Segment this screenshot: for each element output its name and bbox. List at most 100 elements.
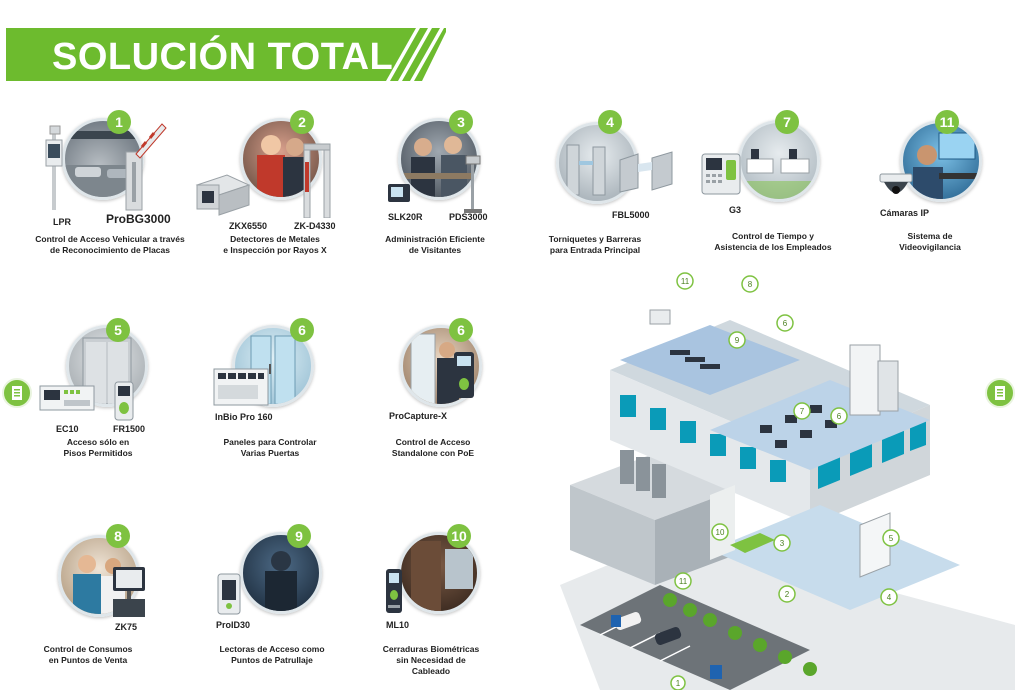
xray-scanner-icon [195, 174, 251, 216]
step-badge: 6 [290, 318, 314, 342]
description-line: en Puntos de Venta [48, 655, 128, 665]
description-line: de Reconocimiento de Placas [50, 245, 170, 255]
item-description: Cerraduras Biométricas sin Necesidad de … [376, 644, 486, 677]
building-illustration: 11 8 6 9 7 6 3 10 11 2 5 4 1 [560, 272, 1015, 690]
model-label: ProCapture-X [389, 411, 448, 421]
procapture-terminal-icon [454, 352, 474, 398]
office-photo [738, 120, 820, 202]
model-label: Cámaras IP [880, 208, 930, 218]
model-label: ProID30 [216, 620, 251, 630]
description-line: para Entrada Principal [549, 245, 641, 255]
barrier-gate-icon [125, 123, 167, 211]
item-description: Paneles para Controlar Varias Puertas [210, 437, 330, 459]
model-label: SLK20R [388, 212, 423, 222]
item-description: Control de Acceso Standalone con PoE [378, 437, 488, 459]
item-description: Acceso sólo en Pisos Permitidos [48, 437, 148, 459]
marker-label: 11 [679, 577, 688, 586]
model-label: EC10 [56, 424, 79, 434]
model-label: FR1500 [113, 424, 146, 434]
step-badge: 11 [935, 110, 959, 134]
controller-board-icon [39, 385, 95, 411]
description-line: Sistema de [907, 231, 953, 241]
description-line: Varias Puertas [240, 448, 300, 458]
document-icon [12, 386, 22, 400]
step-badge: 4 [598, 110, 622, 134]
visitor-terminal-icon [388, 184, 410, 202]
item-description: Detectores de Metales e Inspección por R… [200, 234, 350, 256]
item-description: Administración Eficiente de Visitantes [370, 234, 500, 256]
access-panel-icon [213, 368, 269, 406]
metal-detector-icon [303, 143, 331, 218]
item-description: Control de Tiempo y Asistencia de los Em… [708, 231, 838, 253]
description-line: Cerraduras Biométricas [382, 644, 480, 654]
document-icon [995, 386, 1005, 400]
prev-page-button[interactable] [2, 378, 32, 408]
model-label: ML10 [386, 620, 410, 630]
description-line: Puntos de Patrullaje [231, 655, 313, 665]
description-line: Pisos Permitidos [63, 448, 133, 458]
description-line: Control de Tiempo y [731, 231, 815, 241]
smart-lock-icon [386, 569, 402, 613]
step-badge: 8 [106, 524, 130, 548]
step-badge: 9 [287, 524, 311, 548]
time-attendance-terminal-icon [701, 153, 741, 195]
item-description: Control de Consumos en Puntos de Venta [38, 644, 138, 666]
description-line: Lectoras de Acceso como [219, 644, 325, 654]
step-badge: 7 [775, 110, 799, 134]
marker-label: 11 [681, 277, 690, 286]
step-badge: 1 [107, 110, 131, 134]
description-line: Torniquetes y Barreras [548, 234, 642, 244]
step-badge: 2 [290, 110, 314, 134]
model-label: ZKX6550 [229, 221, 268, 231]
description-line: de Visitantes [408, 245, 462, 255]
marker-label: 6 [783, 319, 788, 328]
next-page-button[interactable] [985, 378, 1015, 408]
description-line: Asistencia de los Empleados [714, 242, 832, 252]
pedestal-icon [464, 155, 482, 213]
item-description: Torniquetes y Barreras para Entrada Prin… [537, 234, 653, 256]
model-label: ZK75 [115, 622, 138, 632]
marker-label: 9 [735, 336, 740, 345]
lpr-camera-post-icon [45, 125, 63, 210]
model-label: InBio Pro 160 [215, 412, 273, 422]
card-reader-icon [217, 573, 241, 615]
model-label: ZK-D4330 [294, 221, 336, 231]
marker-label: 4 [887, 593, 892, 602]
surveillance-photo [900, 120, 982, 202]
item-description: Sistema de Videovigilancia [880, 231, 980, 253]
description-line: Control de Acceso [395, 437, 471, 447]
page-title: SOLUCIÓN TOTAL [52, 36, 394, 78]
model-label: FBL5000 [612, 210, 650, 220]
marker-label: 2 [785, 590, 790, 599]
description-line: Videovigilancia [899, 242, 961, 252]
step-badge: 6 [449, 318, 473, 342]
item-description: Lectoras de Acceso como Puntos de Patrul… [212, 644, 332, 666]
description-line: Control de Acceso Vehicular a través [35, 234, 185, 244]
marker-label: 6 [837, 412, 842, 421]
marker-label: 10 [716, 528, 725, 537]
model-label: G3 [729, 205, 742, 215]
fingerprint-reader-icon [114, 381, 134, 421]
flap-barrier-icon [619, 151, 673, 193]
model-label: LPR [53, 217, 71, 227]
title-banner [6, 28, 446, 81]
item-description: Control de Acceso Vehicular a través de … [20, 234, 200, 256]
marker-label: 8 [748, 280, 753, 289]
model-label: PDS3000 [449, 212, 488, 222]
description-line: Acceso sólo en [66, 437, 130, 447]
dome-camera-icon [879, 173, 913, 194]
description-line: Administración Eficiente [385, 234, 485, 244]
marker-label: 7 [800, 407, 805, 416]
marker-label: 1 [676, 679, 681, 688]
description-line: Control de Consumos [43, 644, 133, 654]
marker-label: 5 [889, 534, 894, 543]
marker-label: 3 [780, 539, 785, 548]
step-badge: 3 [449, 110, 473, 134]
description-line: sin Necesidad de Cableado [396, 655, 466, 676]
pos-terminal-icon [113, 567, 145, 617]
description-line: e Inspección por Rayos X [223, 245, 327, 255]
description-line: Detectores de Metales [230, 234, 320, 244]
description-line: Standalone con PoE [391, 448, 475, 458]
step-badge: 10 [447, 524, 471, 548]
guard-photo [240, 532, 322, 614]
